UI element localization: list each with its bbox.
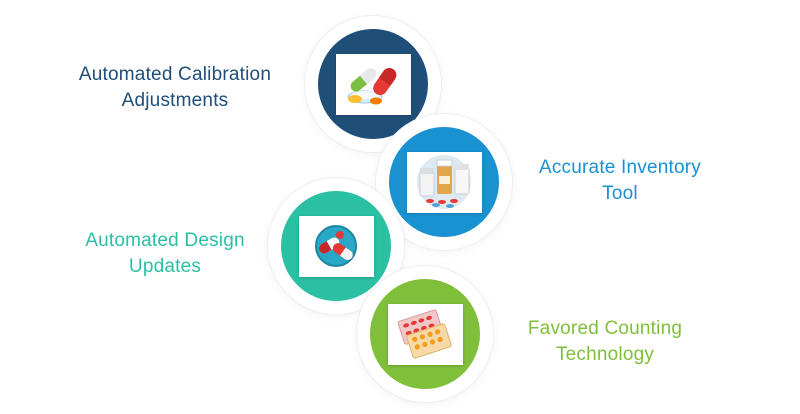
feature-label-line-1: Automated Calibration	[78, 64, 272, 85]
feature-label: Accurate Inventory Tool	[500, 155, 740, 207]
feature-circle	[370, 279, 480, 389]
feature-label-line-1: Favored Counting	[527, 318, 683, 339]
feature-image	[335, 53, 411, 115]
feature-label-line-1: Automated Design	[85, 230, 245, 251]
feature-label-line-2: Tool	[602, 183, 638, 204]
feature-circle	[389, 127, 499, 237]
capsules-icon	[347, 68, 397, 105]
tablet-disc-icon	[315, 225, 357, 267]
feature-image	[387, 303, 463, 365]
feature-circle	[281, 191, 391, 301]
feature-label-line-1: Accurate Inventory	[538, 157, 701, 178]
medicine-bottles-icon	[417, 155, 471, 209]
feature-label-line-2: Updates	[128, 256, 202, 277]
feature-label: Favored Counting Technology	[490, 316, 720, 368]
feature-circle	[318, 29, 428, 139]
feature-label: Automated Calibration Adjustments	[40, 62, 310, 114]
feature-label: Automated Design Updates	[40, 228, 290, 280]
feature-image	[298, 215, 374, 277]
feature-label-line-2: Technology	[555, 344, 655, 365]
feature-image	[406, 151, 482, 213]
feature-label-line-2: Adjustments	[121, 90, 229, 111]
blister-pack-icon	[397, 309, 452, 359]
